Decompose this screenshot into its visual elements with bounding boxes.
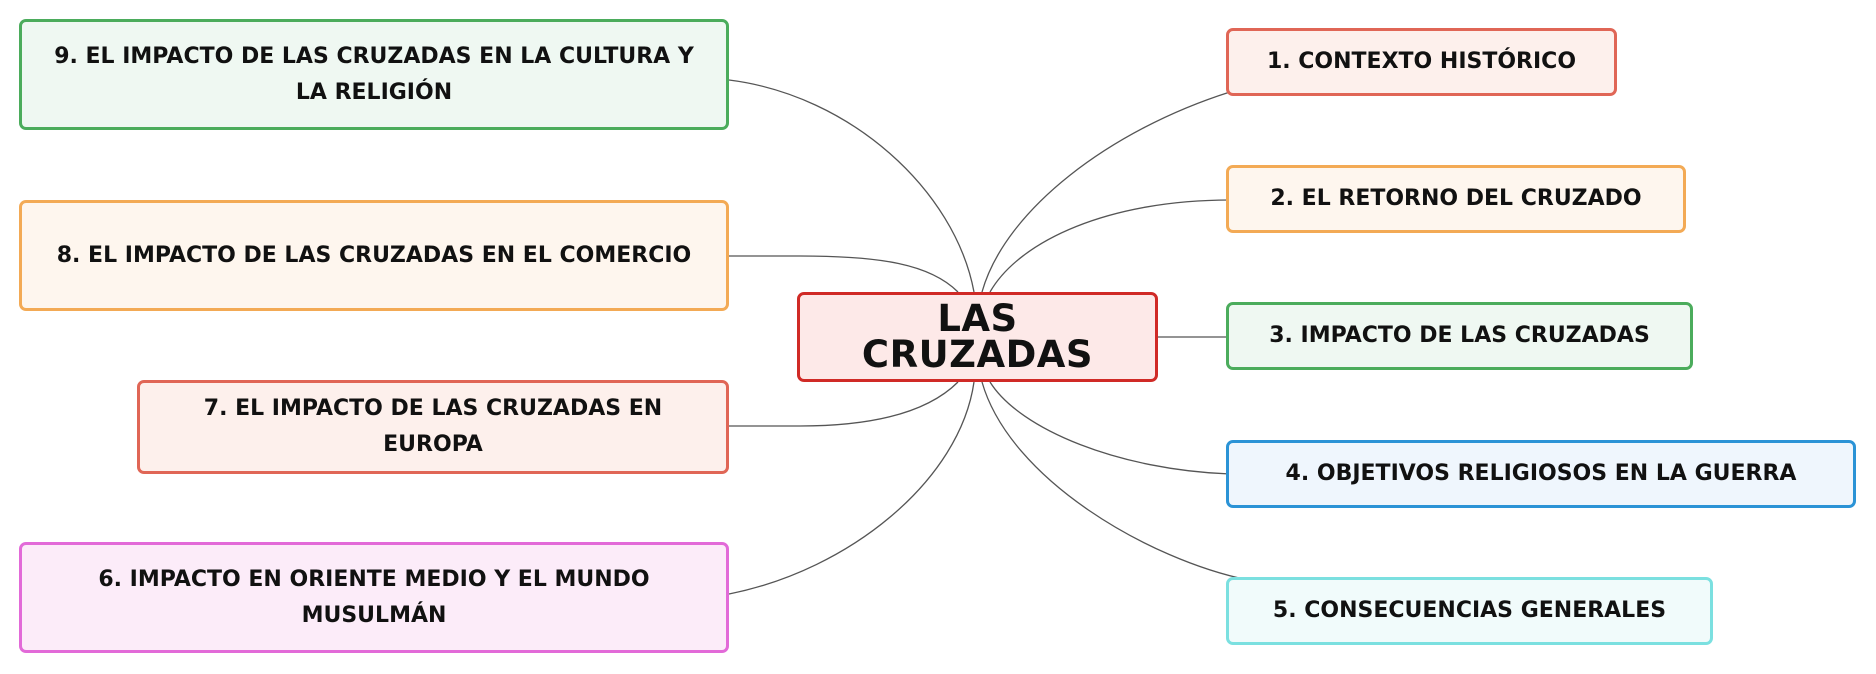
topic-5[interactable]: 5. CONSECUENCIAS GENERALES [1226, 577, 1713, 645]
topic-3-label: 3. IMPACTO DE LAS CRUZADAS [1269, 323, 1650, 348]
topic-2-label: 2. EL RETORNO DEL CRUZADO [1270, 186, 1642, 211]
topic-9-label: 9. EL IMPACTO DE LAS CRUZADAS EN LA CULT… [54, 43, 694, 105]
topic-6[interactable]: 6. IMPACTO EN ORIENTE MEDIO Y EL MUNDO M… [19, 542, 729, 653]
connector-8 [729, 255, 959, 293]
topic-1-label: 1. CONTEXTO HISTÓRICO [1266, 49, 1577, 74]
topic-2[interactable]: 2. EL RETORNO DEL CRUZADO [1226, 165, 1686, 233]
topic-6-label: 6. IMPACTO EN ORIENTE MEDIO Y EL MUNDO M… [98, 566, 650, 628]
connector-1 [981, 91, 1231, 293]
connector-4 [989, 381, 1231, 475]
topic-8[interactable]: 8. EL IMPACTO DE LAS CRUZADAS EN EL COME… [19, 200, 729, 311]
connector-2 [989, 199, 1231, 293]
topic-5-label: 5. CONSECUENCIAS GENERALES [1272, 598, 1667, 623]
topic-4[interactable]: 4. OBJETIVOS RELIGIOSOS EN LA GUERRA [1226, 440, 1856, 508]
connector-6 [728, 381, 975, 595]
topic-7-label: 7. EL IMPACTO DE LAS CRUZADAS EN EUROPA [203, 396, 663, 457]
topic-9[interactable]: 9. EL IMPACTO DE LAS CRUZADAS EN LA CULT… [19, 19, 729, 130]
topic-4-label: 4. OBJETIVOS RELIGIOSOS EN LA GUERRA [1285, 461, 1797, 486]
connector-9 [728, 79, 975, 293]
connector-7 [729, 381, 959, 427]
topic-7[interactable]: 7. EL IMPACTO DE LAS CRUZADAS EN EUROPA [137, 380, 729, 474]
central-topic[interactable]: LAS CRUZADAS [797, 292, 1158, 382]
topic-1[interactable]: 1. CONTEXTO HISTÓRICO [1226, 28, 1617, 96]
topic-8-label: 8. EL IMPACTO DE LAS CRUZADAS EN EL COME… [56, 242, 692, 268]
connector-5 [981, 381, 1249, 581]
central-topic-label: LAS CRUZADAS [861, 297, 1094, 376]
topic-3[interactable]: 3. IMPACTO DE LAS CRUZADAS [1226, 302, 1693, 370]
